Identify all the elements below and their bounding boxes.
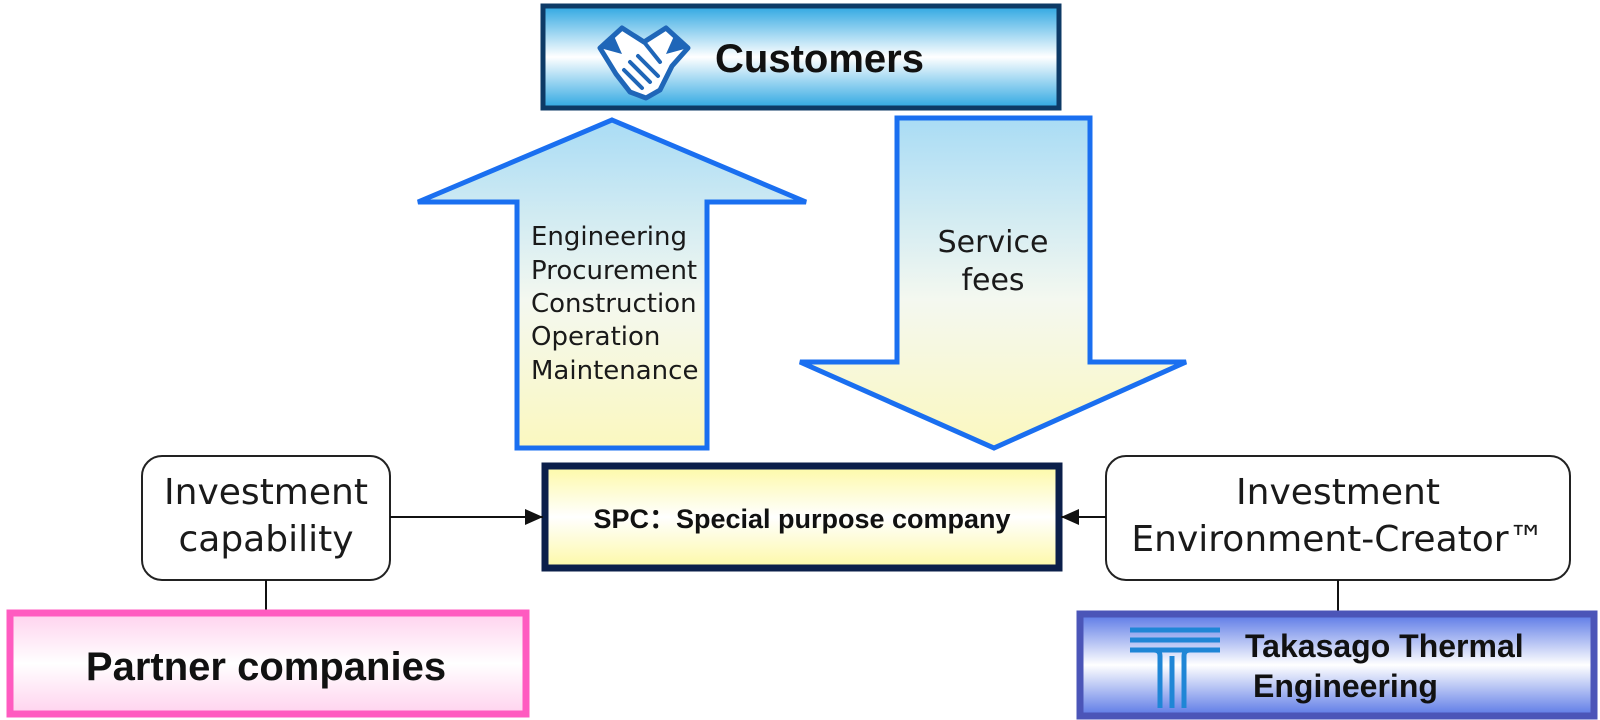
service-item-procurement: Procurement (531, 256, 697, 286)
service-fees-line-2: fees (961, 263, 1024, 298)
partner-companies-node: Partner companies (6, 609, 530, 718)
customers-node: Customers (540, 3, 1062, 111)
investment-capability-line-1: Investment (164, 472, 368, 513)
service-item-maintenance: Maintenance (531, 356, 698, 386)
partner-companies-label: Partner companies (86, 645, 446, 689)
investment-capability-bubble: Investment capability (141, 455, 391, 581)
investment-capability-line-2: capability (178, 519, 353, 560)
spc-node: SPC：Special purpose company (541, 462, 1063, 572)
investment-environment-creator-bubble: Investment Environment-Creator™ (1105, 455, 1571, 581)
takasago-line-2: Engineering (1253, 668, 1438, 704)
takasago-logo-icon (1130, 627, 1220, 708)
environment-creator-line-2: Environment-Creator™ (1131, 519, 1544, 560)
service-fees-line-1: Service (938, 225, 1049, 260)
services-arrow: Engineering Procurement Construction Ope… (417, 117, 807, 451)
service-item-construction: Construction (531, 289, 697, 319)
service-fees-arrow: Service fees (798, 115, 1188, 451)
service-item-engineering: Engineering (531, 222, 687, 252)
takasago-line-1: Takasago Thermal (1245, 628, 1524, 664)
handshake-icon (597, 25, 691, 101)
environment-creator-line-1: Investment (1236, 472, 1440, 513)
service-item-operation: Operation (531, 322, 660, 352)
takasago-node: Takasago Thermal Engineering (1076, 610, 1598, 720)
spc-label: SPC：Special purpose company (593, 504, 1010, 534)
customers-label: Customers (715, 37, 924, 81)
